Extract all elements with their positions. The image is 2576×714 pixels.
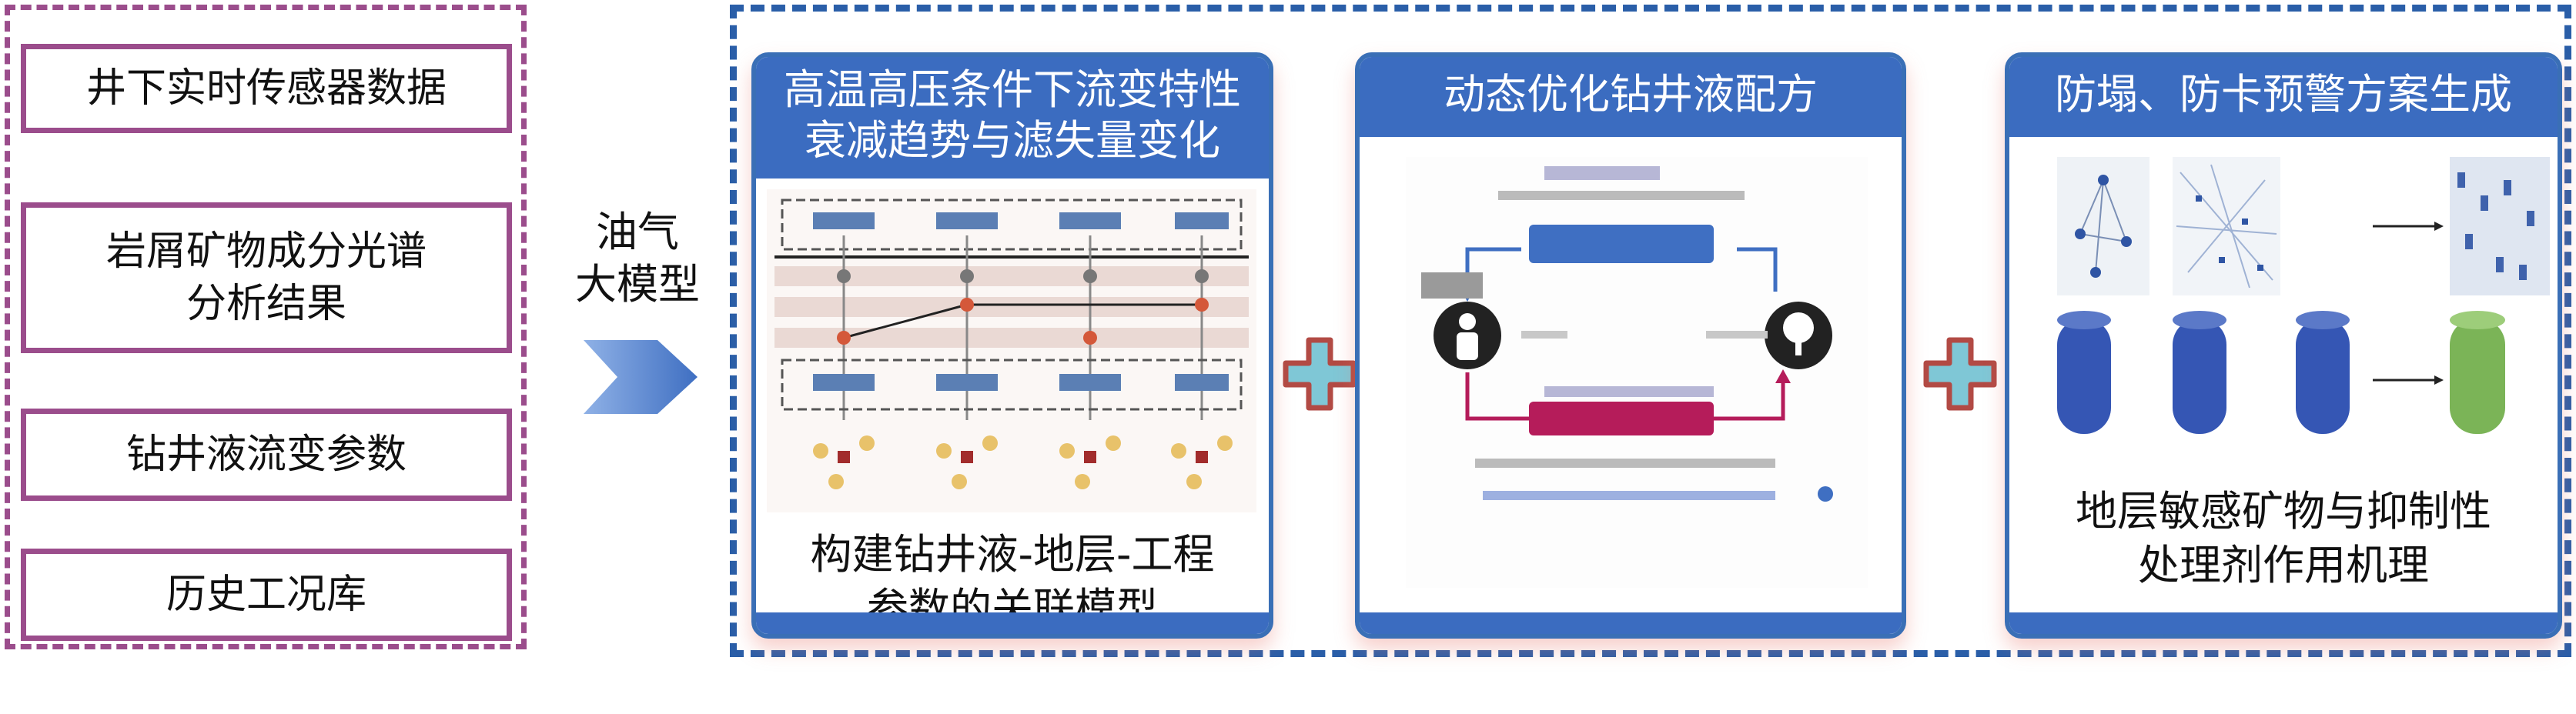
chevron-arrow-icon <box>584 340 698 414</box>
workflow-diagram-image <box>767 189 1256 512</box>
card-rheology-model: 高温高压条件下流变特性 衰减趋势与滤失量变化 <box>751 52 1273 639</box>
input-box-cuttings-spectrum: 岩屑矿物成分光谱 分析结果 <box>21 202 512 353</box>
agent-environment-loop-diagram <box>1406 157 1868 588</box>
plus-icon <box>1283 337 1357 411</box>
card-footer-bar <box>756 612 1269 634</box>
process-frame <box>730 5 2571 657</box>
input-label-cuttings-spectrum: 岩屑矿物成分光谱 分析结果 <box>105 229 427 327</box>
model-label: 油气 大模型 <box>575 208 700 309</box>
plus-icon <box>1923 337 1997 411</box>
input-box-sensor-data: 井下实时传感器数据 <box>21 44 512 133</box>
card-footer-bar <box>2009 612 2558 634</box>
card-formula-optimization: 动态优化钻井液配方 <box>1355 52 1906 639</box>
input-label-sensor-data: 井下实时传感器数据 <box>85 65 447 112</box>
card-caption-warning: 地层敏感矿物与抑制性 处理剂作用机理 <box>2076 487 2491 589</box>
card-title-formula: 动态优化钻井液配方 <box>1360 57 1902 137</box>
card-footer-bar <box>1360 612 1902 634</box>
input-label-rheology: 钻井液流变参数 <box>125 432 406 478</box>
card-title-warning: 防塌、防卡预警方案生成 <box>2009 57 2558 137</box>
card-title-rheology: 高温高压条件下流变特性 衰减趋势与滤失量变化 <box>756 57 1269 178</box>
input-label-history: 历史工况库 <box>166 572 366 618</box>
input-box-rheology: 钻井液流变参数 <box>21 409 512 501</box>
card-warning-plan: 防塌、防卡预警方案生成 <box>2005 52 2562 639</box>
input-data-panel: 井下实时传感器数据 岩屑矿物成分光谱 分析结果 钻井液流变参数 历史工况库 <box>5 5 527 649</box>
mineral-graph-diagram <box>2019 149 2558 442</box>
input-box-history: 历史工况库 <box>21 549 512 641</box>
